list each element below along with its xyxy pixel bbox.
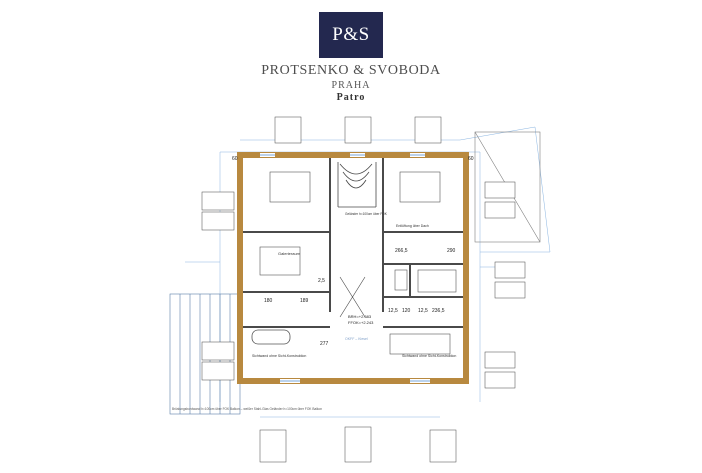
dim-right-c: 120 — [402, 308, 411, 314]
dim-right-a: 266,5 — [395, 248, 408, 254]
left-room-label: Sichtwand ohne Sicht-Konstruktion — [252, 354, 306, 358]
interior-walls — [243, 158, 463, 328]
staircase — [337, 162, 377, 208]
dim-top-right: 60 — [468, 156, 474, 162]
dim-right-b: 12,5 — [388, 308, 398, 314]
dim-vert: 277 — [320, 341, 329, 347]
ridge-label: OKFF – Kiesel — [345, 337, 368, 341]
outer-walls — [237, 152, 469, 384]
dim-mid-c: 2,5 — [318, 278, 325, 284]
floor-plan: Geländer h=100cm über FOK Galerieraum En… — [140, 112, 560, 473]
logo-text: P&S — [332, 24, 370, 45]
stair-label: Geländer h=100cm über FOK — [345, 212, 388, 216]
brh-label: BRH=+2.683 — [348, 314, 372, 319]
brand-name: PROTSENKO & SVOBODA — [261, 63, 441, 78]
dim-right-e: 236,5 — [432, 308, 445, 314]
brand-city: PRAHA — [331, 80, 371, 91]
dim-mid-a: 180 — [264, 298, 273, 304]
dim-right-small: 290 — [447, 248, 456, 254]
dim-top-left: 60 — [232, 156, 238, 162]
bathtub-shape — [251, 329, 291, 345]
band-label: Entlüftung über Dach — [396, 224, 429, 228]
hall-label: Galerieraum — [278, 251, 301, 256]
dim-mid-b: 189 — [300, 298, 309, 304]
dim-right-d: 12,5 — [418, 308, 428, 314]
logo: P&S — [319, 12, 383, 58]
terrace-label: Brüstungsbordwand h=100cm über FOK Balko… — [172, 407, 322, 411]
floor-label: Patro — [336, 92, 366, 103]
right-room-label: Sichtwand ohne Sicht-Konstruktion — [402, 354, 456, 358]
ffok-label: FFOK=+2.243 — [348, 320, 374, 325]
